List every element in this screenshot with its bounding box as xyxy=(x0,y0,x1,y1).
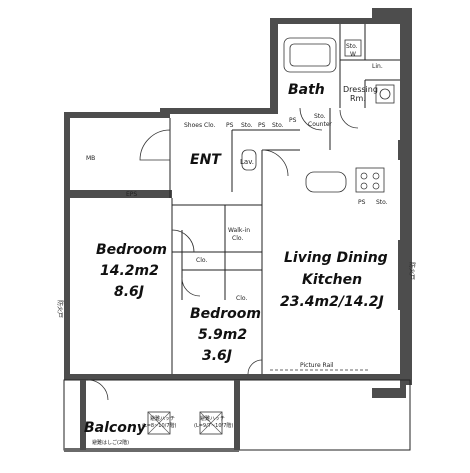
balcony-right-wall xyxy=(234,380,240,450)
bedroom1-name: Bedroom xyxy=(96,242,167,258)
bedroom1-door[interactable] xyxy=(171,229,195,253)
bedroom1-area: 14.2m2 xyxy=(100,263,159,279)
ps-label-2: PS xyxy=(258,122,266,129)
washer-space xyxy=(344,39,362,57)
w-label: W xyxy=(350,51,356,58)
dressing-door[interactable] xyxy=(339,109,359,129)
hatch2-label: 避難ハッチ xyxy=(200,415,225,422)
ldk-name-2: Kitchen xyxy=(302,272,362,288)
sto-counter-label: Sto. xyxy=(314,113,326,120)
ps-label-1: PS xyxy=(226,122,234,129)
hatch2-sub: (L=9/7~10/7階) xyxy=(194,422,233,429)
toilet xyxy=(241,149,257,171)
clo-label-1: Clo. xyxy=(196,257,207,264)
dressing-label-2: Rm. xyxy=(350,94,366,103)
sto-label-1: Sto. xyxy=(241,122,253,129)
stove xyxy=(355,167,385,193)
bath-label: Bath xyxy=(288,82,325,98)
eps-wall xyxy=(64,190,172,198)
sto-w-label: Sto. xyxy=(346,43,358,50)
right-window-frame-mid xyxy=(398,240,408,310)
ldk-area: 23.4m2/14.2J xyxy=(280,294,384,310)
bedroom2-door[interactable] xyxy=(181,277,201,297)
ldk-name-1: Living Dining xyxy=(284,250,388,266)
ps-label-4: PS xyxy=(358,199,366,206)
bottom-wall-2 xyxy=(170,374,410,380)
ent-label: ENT xyxy=(190,152,222,168)
kitchen-island xyxy=(305,171,347,193)
left-outer-wall xyxy=(64,112,70,190)
entrance-door[interactable] xyxy=(139,129,171,161)
mb-label: MB xyxy=(86,155,95,162)
sto-counter-label-2: Counter xyxy=(308,121,333,128)
mid-wall-1 xyxy=(160,108,278,114)
left-window-label: 防火戸 xyxy=(56,300,64,318)
bottom-wall xyxy=(64,374,174,380)
hatch1-sub: (L=8~10/7階) xyxy=(142,422,177,429)
top-wall xyxy=(270,18,400,24)
shoes-clo-label: Shoes Clo. xyxy=(184,122,215,129)
balcony-label: Balcony xyxy=(84,420,147,436)
ldk-door[interactable] xyxy=(261,149,289,177)
bath-left-wall xyxy=(270,24,278,108)
evac-hatch-1 xyxy=(147,411,171,435)
bedroom2-area: 5.9m2 xyxy=(198,327,247,343)
bath-door[interactable] xyxy=(299,107,323,131)
right-window-frame-top xyxy=(398,140,410,160)
sto-label-2: Sto. xyxy=(272,122,284,129)
walkin-label: Walk-in xyxy=(228,227,250,234)
clo-label-2: Clo. xyxy=(236,295,247,302)
walkin-label-2: Clo. xyxy=(232,235,243,242)
picture-rail-label: Picture Rail xyxy=(300,362,334,369)
balcony-door[interactable] xyxy=(87,379,109,401)
evac-hatch-2 xyxy=(199,411,223,435)
bedroom2-tatami: 3.6J xyxy=(202,348,232,364)
eps-label: EPS xyxy=(126,191,137,198)
ldk-balcony-door[interactable] xyxy=(247,359,263,375)
bedroom2-name: Bedroom xyxy=(190,306,261,322)
right-window-label: 防火戸 xyxy=(408,262,416,280)
bedroom1-tatami: 8.6J xyxy=(114,284,144,300)
evac-ladder-label: 避難はしご(2階) xyxy=(92,439,129,446)
balcony-rail xyxy=(64,448,239,452)
sto-label-3: Sto. xyxy=(376,199,388,206)
upper-left-wall xyxy=(64,112,170,118)
lin-label: Lin. xyxy=(372,63,383,70)
ps-label-3: PS xyxy=(289,117,297,124)
hatch1-label: 避難ハッチ xyxy=(150,415,175,422)
bedroom-left-wall xyxy=(64,198,70,380)
dressing-label: Dressing xyxy=(343,85,378,94)
lav-label: Lav. xyxy=(240,158,254,166)
balcony-left-wall xyxy=(80,380,86,450)
